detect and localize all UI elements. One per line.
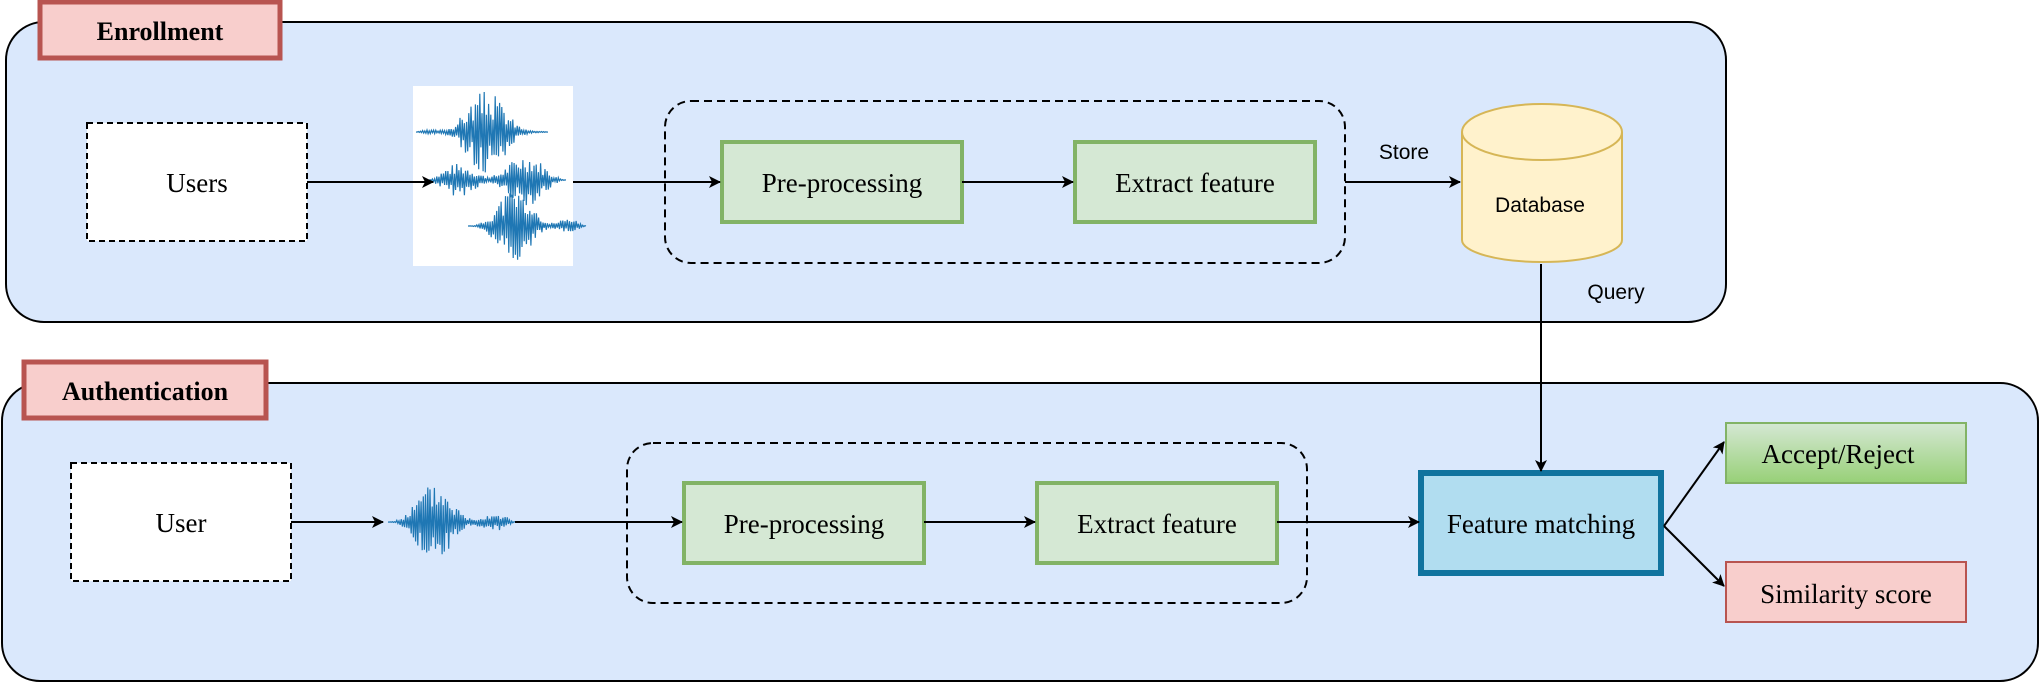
user-label: User [156, 508, 207, 538]
similarity-score-box [1725, 561, 1967, 623]
authentication-preprocessing-box [682, 481, 926, 565]
waveform-trace [427, 160, 567, 206]
users-box [86, 122, 308, 242]
feature-matching-label: Feature matching [1447, 509, 1635, 539]
waveform-trace [468, 193, 587, 260]
waveform-trace [415, 91, 549, 173]
waveform-graphic-3 [468, 193, 587, 260]
database-label: Database [1495, 194, 1585, 217]
accept-reject-label: Accept/Reject [1762, 439, 1915, 469]
authentication-extract-box [1035, 481, 1279, 565]
enrollment-waveform-image [413, 86, 587, 266]
waveform-graphic-2 [427, 160, 567, 206]
accept-reject-box [1725, 422, 1967, 484]
enrollment-preprocessing-label: Pre-processing [762, 168, 922, 198]
authentication-waveform-image [387, 487, 516, 555]
arrow-matching-to-accept [1663, 441, 1725, 527]
authentication-preprocessing-label: Pre-processing [724, 509, 884, 539]
authentication-panel [1, 382, 2039, 682]
enrollment-processing-group [664, 100, 1346, 264]
store-label: Store [1379, 141, 1429, 164]
database-cylinder [1461, 103, 1623, 263]
enrollment-extract-label: Extract feature [1115, 168, 1275, 198]
users-label: Users [166, 168, 228, 198]
authentication-title: Authentication [62, 377, 229, 406]
authentication-title-box [21, 359, 269, 421]
enrollment-extract-box [1073, 140, 1317, 224]
similarity-score-label: Similarity score [1760, 579, 1932, 609]
enrollment-preprocessing-box [720, 140, 964, 224]
waveform-trace [387, 487, 516, 555]
arrow-matching-to-similarity [1663, 525, 1725, 587]
user-box [70, 462, 292, 582]
authentication-extract-label: Extract feature [1077, 509, 1237, 539]
query-label: Query [1587, 281, 1645, 304]
enrollment-title: Enrollment [97, 17, 224, 46]
feature-matching-box [1418, 470, 1664, 576]
waveform-graphic-1 [415, 91, 549, 173]
enrollment-title-box [37, 0, 283, 61]
